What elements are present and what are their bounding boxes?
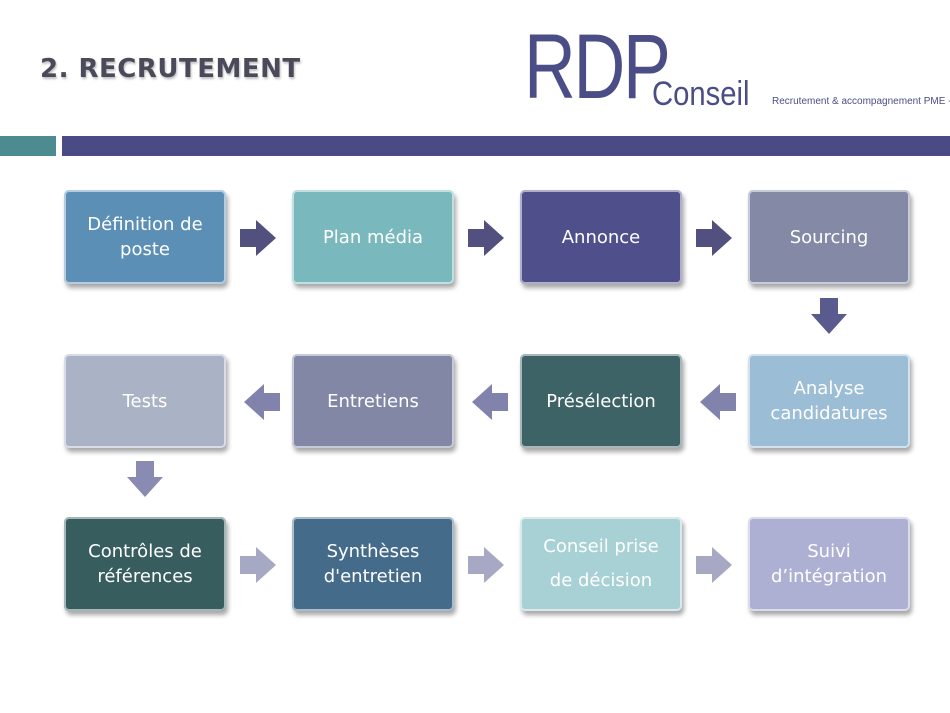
step-suivi-d-integration: Suivi d’intégration [748,517,910,611]
arrow-down-icon [811,298,847,334]
logo-conseil-text: Conseil [652,75,750,113]
step-definition-de-poste: Définition de poste [64,190,226,284]
arrow-left-icon [244,384,280,420]
step-sourcing: Sourcing [748,190,910,284]
company-logo: RDP Conseil Recrutement & accompagnement… [524,16,950,118]
arrow-right-icon [468,547,504,583]
arrow-right-icon [468,220,504,256]
step-analyse-candidatures: Analyse candidatures [748,354,910,448]
step-preselection: Présélection [520,354,682,448]
logo-rdp-text: RDP [524,16,671,118]
step-annonce: Annonce [520,190,682,284]
step-tests: Tests [64,354,226,448]
arrow-right-icon [240,220,276,256]
arrow-right-icon [696,220,732,256]
header-accent-bar [0,136,56,156]
arrow-left-icon [700,384,736,420]
header-divider-bar [62,136,950,156]
step-plan-media: Plan média [292,190,454,284]
logo-tagline: Recrutement & accompagnement PME - TPE [772,96,950,107]
arrow-right-icon [696,547,732,583]
arrow-left-icon [472,384,508,420]
slide-title: 2. RECRUTEMENT [40,54,301,84]
step-entretiens: Entretiens [292,354,454,448]
arrow-down-icon [127,461,163,497]
step-syntheses-d-entretien: Synthèses d'entretien [292,517,454,611]
arrow-right-icon [240,547,276,583]
step-controles-de-references: Contrôles de références [64,517,226,611]
step-conseil-prise-de-decision: Conseil prise de décision [520,517,682,611]
